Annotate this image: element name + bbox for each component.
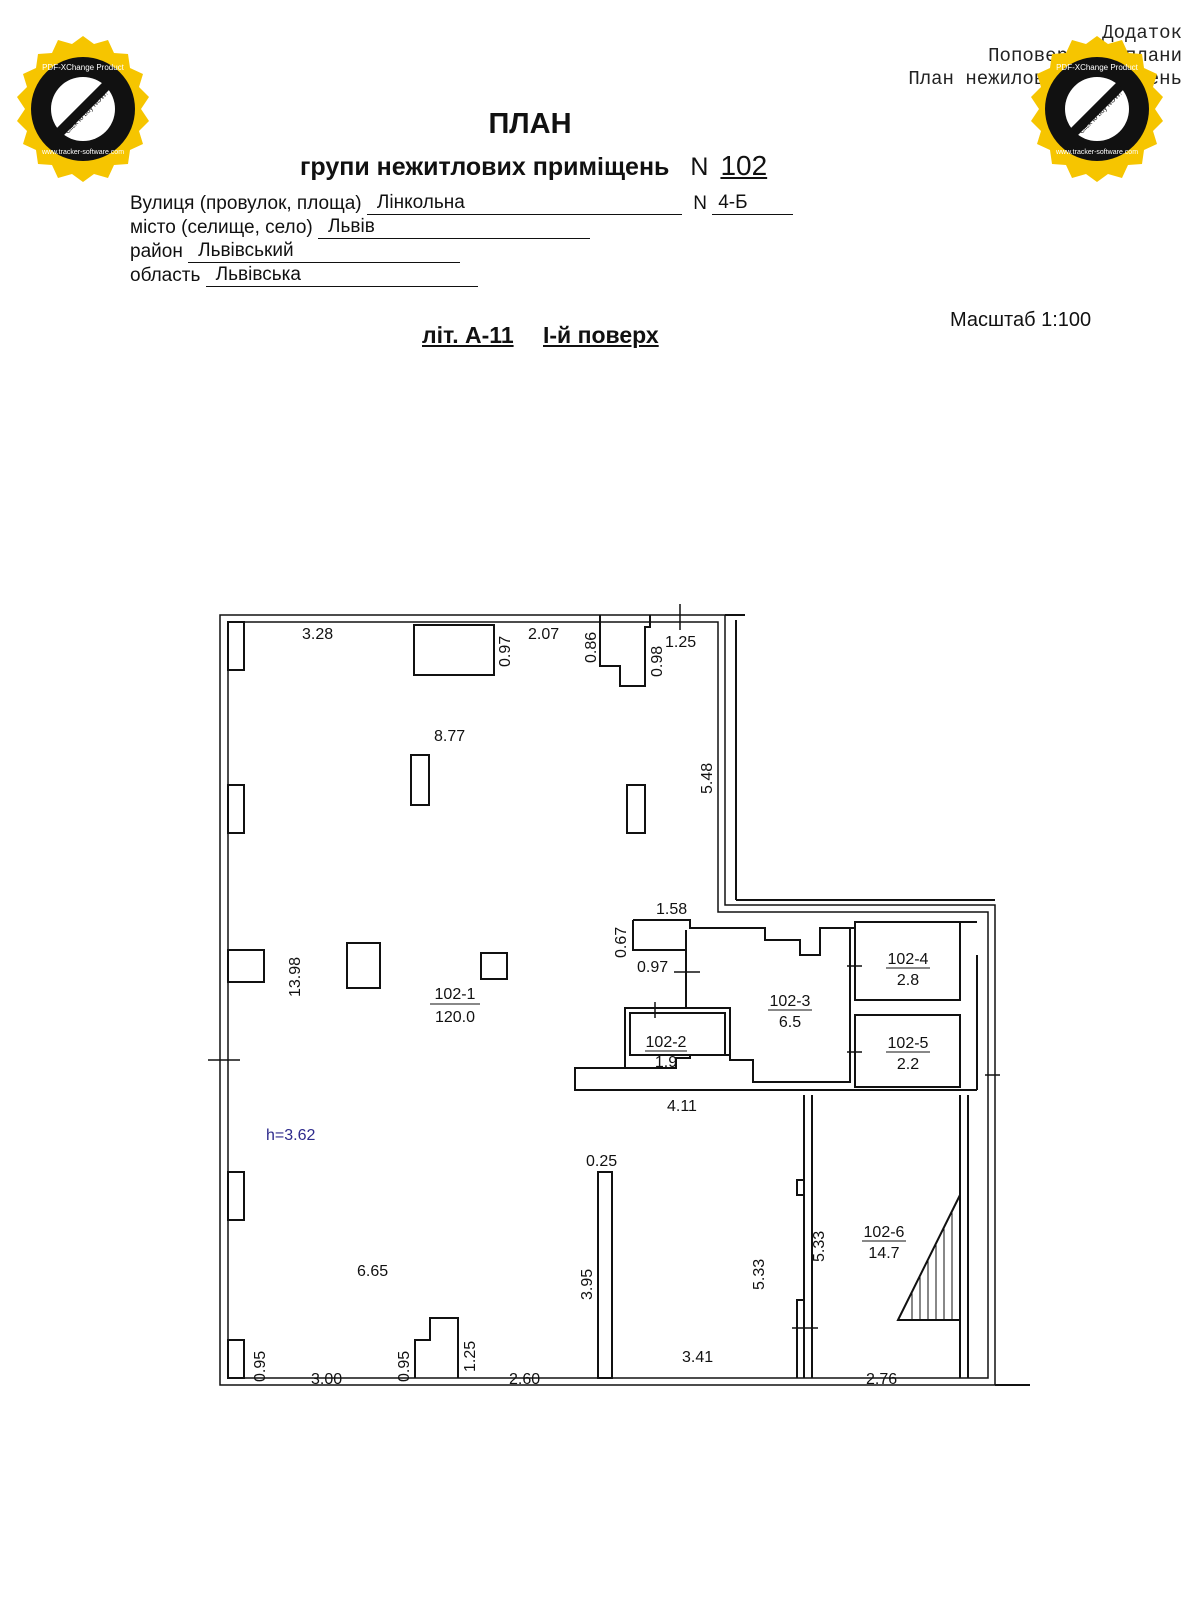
room-area: 14.7 [868, 1245, 899, 1262]
dim-right-548: 5.48 [699, 763, 716, 794]
group-number: N 102 [690, 150, 767, 182]
floor-label: І-й поверх [543, 322, 659, 348]
room-id: 102-2 [646, 1034, 687, 1051]
dim-inner-877: 8.77 [434, 728, 465, 745]
dim-411: 4.11 [667, 1098, 697, 1115]
stamp-brand: PDF-XChange Product [1056, 63, 1139, 72]
scale-label: Масштаб 1:100 [950, 309, 1092, 331]
district-label: район [130, 241, 183, 262]
dim-v-086: 0.86 [583, 632, 600, 663]
group-number-value: 102 [720, 150, 768, 181]
city-field: місто (селище, село) Львів [130, 216, 591, 239]
room-area: 2.8 [897, 972, 919, 989]
dim-bottom-095b: 0.95 [396, 1351, 413, 1382]
room-area: 6.5 [779, 1014, 801, 1031]
subtitle-text: групи нежитлових приміщень [300, 153, 670, 181]
room-area: 1.9 [655, 1054, 677, 1071]
dim-025: 0.25 [586, 1153, 617, 1170]
dim-left-1398: 13.98 [287, 957, 304, 997]
street-label: Вулиця (провулок, площа) [130, 193, 362, 214]
dim-top-mid: 2.07 [528, 626, 559, 643]
region-field: область Львівська [130, 264, 478, 287]
dim-158: 1.58 [656, 901, 687, 918]
appendix-line-1: Додаток [1102, 22, 1182, 44]
dim-bottom-276: 2.76 [866, 1371, 897, 1388]
ceiling-height-label: h=3.62 [266, 1127, 315, 1144]
street-value: Лінкольна [366, 192, 682, 215]
room-id: 102-1 [435, 986, 476, 1003]
building-letter: літ. А-11 [422, 322, 514, 348]
city-label: місто (селище, село) [130, 217, 313, 238]
room-area: 120.0 [435, 1009, 475, 1026]
region-value: Львівська [205, 264, 478, 287]
district-value: Львівський [188, 240, 461, 263]
pdf-xchange-stamp-right[interactable]: PDF-XChange Product Click to buy NOW! ww… [1022, 34, 1172, 184]
stamp-brand: PDF-XChange Product [42, 63, 125, 72]
city-value: Львів [318, 216, 591, 239]
pdf-xchange-stamp-left[interactable]: PDF-XChange Product Click to buy NOW! ww… [8, 34, 158, 184]
dim-bottom-260: 2.60 [509, 1371, 540, 1388]
dim-top-left: 3.28 [302, 626, 333, 643]
dim-533b: 5.33 [811, 1231, 828, 1262]
dim-097b: 0.97 [637, 959, 668, 976]
group-number-label: N [690, 153, 709, 181]
room-id: 102-5 [888, 1035, 929, 1052]
page-subtitle: групи нежитлових приміщень N 102 [300, 150, 767, 182]
room-id: 102-4 [888, 951, 929, 968]
dim-top-right: 1.25 [665, 634, 696, 651]
stamp-site: www.tracker-software.com [41, 149, 124, 156]
page-title: ПЛАН [488, 108, 572, 140]
dim-bottom-300: 3.00 [311, 1371, 342, 1388]
dim-bottom-125: 1.25 [462, 1341, 479, 1372]
dim-v-097: 0.97 [497, 636, 514, 667]
dim-395: 3.95 [579, 1269, 596, 1300]
dim-bottom-341: 3.41 [682, 1349, 713, 1366]
stamp-site: www.tracker-software.com [1055, 149, 1138, 156]
room-id: 102-3 [770, 993, 811, 1010]
dim-bottom-095a: 0.95 [252, 1351, 269, 1382]
street-field: Вулиця (провулок, площа) Лінкольна N 4-Б [130, 192, 794, 215]
dim-067: 0.67 [613, 927, 630, 958]
dim-533a: 5.33 [751, 1259, 768, 1290]
number-label: N [693, 193, 707, 214]
room-id: 102-6 [864, 1224, 905, 1241]
number-value: 4-Б [712, 192, 794, 215]
room-area: 2.2 [897, 1056, 919, 1073]
dim-665: 6.65 [357, 1263, 388, 1280]
district-field: район Львівський [130, 240, 461, 263]
dim-v-098: 0.98 [649, 646, 666, 677]
region-label: область [130, 265, 201, 286]
